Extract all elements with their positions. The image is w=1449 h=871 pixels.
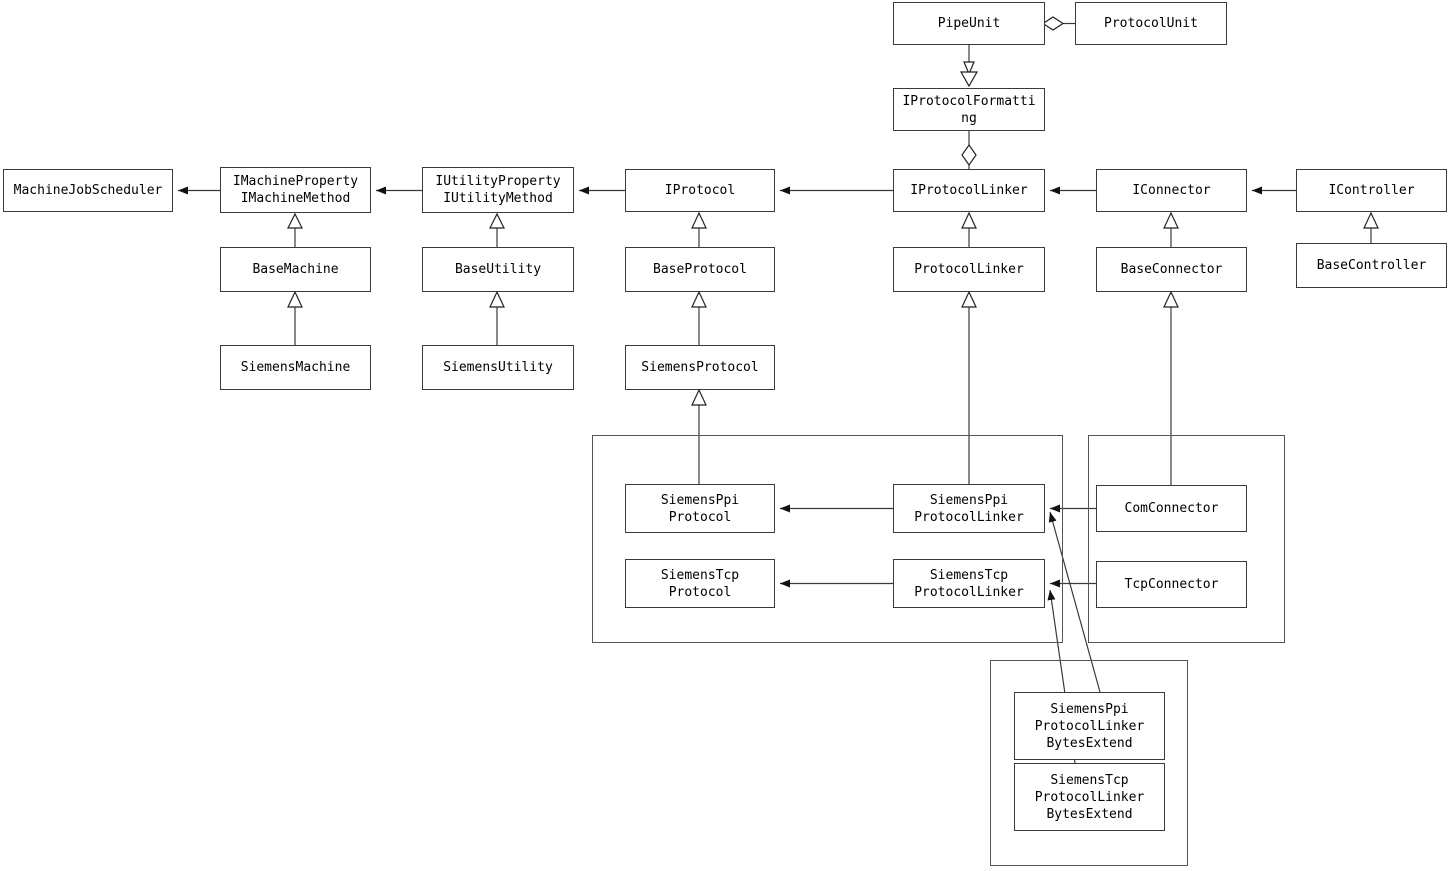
class-box-base-connector[interactable]: BaseConnector bbox=[1096, 247, 1247, 292]
class-box-i-connector[interactable]: IConnector bbox=[1096, 169, 1247, 212]
class-box-siemens-tcp-protocol-linker-bytes-extend[interactable]: SiemensTcp ProtocolLinker BytesExtend bbox=[1014, 763, 1165, 831]
class-box-i-protocol[interactable]: IProtocol bbox=[625, 169, 775, 212]
class-box-siemens-ppi-protocol-linker-bytes-extend[interactable]: SiemensPpi ProtocolLinker BytesExtend bbox=[1014, 692, 1165, 760]
class-box-siemens-machine[interactable]: SiemensMachine bbox=[220, 345, 371, 390]
class-box-tcp-connector[interactable]: TcpConnector bbox=[1096, 561, 1247, 608]
class-box-pipe-unit[interactable]: PipeUnit bbox=[893, 2, 1045, 45]
class-box-siemens-tcp-protocol[interactable]: SiemensTcp Protocol bbox=[625, 559, 775, 608]
class-box-siemens-ppi-protocol[interactable]: SiemensPpi Protocol bbox=[625, 484, 775, 533]
class-box-base-machine[interactable]: BaseMachine bbox=[220, 247, 371, 292]
class-box-base-controller[interactable]: BaseController bbox=[1296, 243, 1447, 288]
class-box-com-connector[interactable]: ComConnector bbox=[1096, 485, 1247, 532]
class-box-siemens-ppi-protocol-linker[interactable]: SiemensPpi ProtocolLinker bbox=[893, 484, 1045, 533]
group-connector-container bbox=[1088, 435, 1285, 643]
class-box-siemens-tcp-protocol-linker[interactable]: SiemensTcp ProtocolLinker bbox=[893, 559, 1045, 608]
class-box-i-controller[interactable]: IController bbox=[1296, 169, 1447, 212]
class-box-protocol-linker[interactable]: ProtocolLinker bbox=[893, 247, 1045, 292]
class-box-machine-job-scheduler[interactable]: MachineJobScheduler bbox=[3, 169, 173, 212]
class-box-i-utility-property[interactable]: IUtilityProperty IUtilityMethod bbox=[422, 167, 574, 213]
class-box-i-protocol-linker[interactable]: IProtocolLinker bbox=[893, 169, 1045, 212]
class-box-i-machine-property[interactable]: IMachineProperty IMachineMethod bbox=[220, 167, 371, 213]
group-protocol-linker-container bbox=[592, 435, 1063, 643]
class-box-siemens-protocol[interactable]: SiemensProtocol bbox=[625, 345, 775, 390]
class-box-protocol-unit[interactable]: ProtocolUnit bbox=[1075, 2, 1227, 45]
class-box-siemens-utility[interactable]: SiemensUtility bbox=[422, 345, 574, 390]
class-box-base-protocol[interactable]: BaseProtocol bbox=[625, 247, 775, 292]
class-box-i-protocol-formatting[interactable]: IProtocolFormatti ng bbox=[893, 88, 1045, 131]
class-box-base-utility[interactable]: BaseUtility bbox=[422, 247, 574, 292]
